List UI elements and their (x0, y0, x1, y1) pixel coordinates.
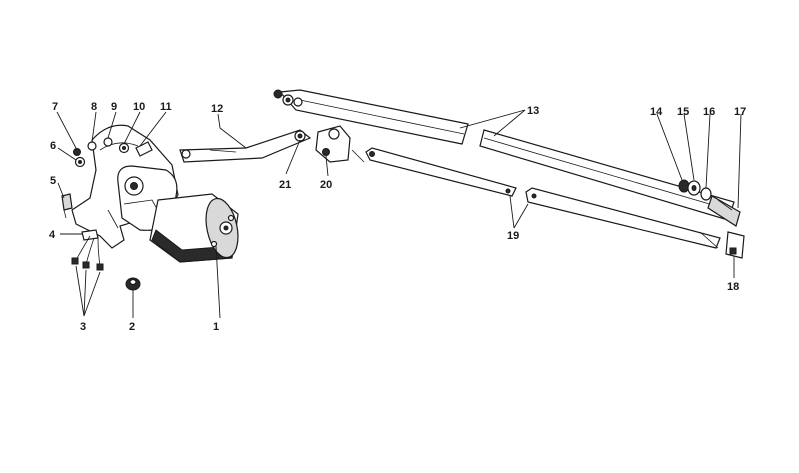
callout-14: 14 (650, 106, 663, 118)
callout-15: 15 (677, 106, 689, 118)
wiper-pivot-assembly (678, 179, 745, 259)
callout-2: 2 (129, 321, 135, 333)
grommet (125, 277, 141, 291)
leader-lines (56, 109, 742, 319)
callout-20: 20 (320, 179, 332, 191)
washer-9 (103, 137, 113, 147)
callout-7: 7 (52, 101, 58, 113)
callout-8: 8 (91, 101, 97, 113)
callout-labels: 1 2 3 4 5 6 7 8 9 10 11 12 13 14 15 16 1… (49, 101, 746, 333)
clip-11 (135, 141, 153, 157)
callout-3: 3 (80, 321, 86, 333)
callout-17: 17 (734, 106, 746, 118)
bolt-7 (73, 148, 81, 156)
seal-16 (700, 187, 712, 201)
shaft-17 (707, 195, 741, 227)
callout-13: 13 (527, 105, 539, 117)
callout-5: 5 (50, 175, 56, 187)
linkage-pivot (315, 125, 365, 163)
bracket-fasteners (61, 137, 153, 241)
callout-12: 12 (211, 103, 223, 115)
callout-16: 16 (703, 106, 715, 118)
connecting-rods (365, 147, 721, 249)
wiring-leads (71, 235, 104, 271)
callout-6: 6 (50, 140, 56, 152)
callout-18: 18 (727, 281, 739, 293)
callout-9: 9 (111, 101, 117, 113)
callout-19: 19 (507, 230, 519, 242)
callout-21: 21 (279, 179, 291, 191)
callout-10: 10 (133, 101, 145, 113)
nut-14 (678, 179, 690, 193)
callout-1: 1 (213, 321, 219, 333)
screw-5 (61, 193, 73, 211)
crank-arm (179, 129, 312, 163)
wiper-motor (117, 165, 239, 263)
terminal-4 (81, 229, 99, 241)
nut-8 (87, 141, 97, 151)
callout-11: 11 (160, 101, 172, 113)
callout-4: 4 (49, 229, 56, 241)
